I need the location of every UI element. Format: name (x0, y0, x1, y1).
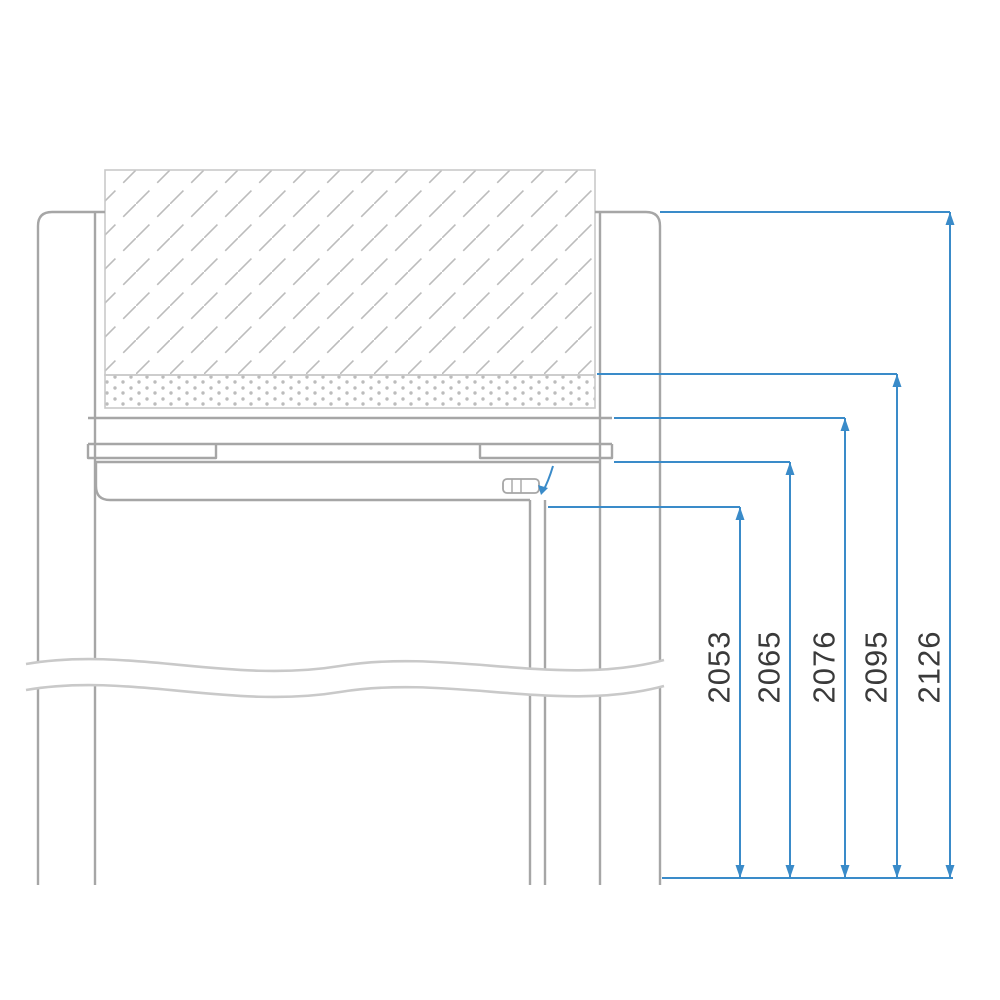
dimension-line: 2095 (597, 373, 902, 878)
masonry-hatch-area (104, 169, 596, 376)
mortar-region (104, 374, 596, 409)
dimension-line: 2065 (614, 461, 795, 878)
dimension-extension (614, 417, 846, 878)
fixing-anchor-detail (502, 465, 554, 495)
hatch-region (104, 169, 596, 376)
break-wave-top (25, 657, 665, 673)
arrow-up-icon (945, 212, 955, 225)
fixing-arrowhead-icon (538, 485, 548, 495)
dimension-extension (614, 461, 791, 878)
arrow-up-icon (785, 462, 795, 475)
arrow-up-icon (735, 507, 745, 520)
dimension-label: 2095 (859, 631, 894, 704)
frame-right-outer (595, 210, 662, 885)
dimension-set: 2053 2065 2076 2095 (548, 211, 955, 879)
arrow-down-icon (945, 865, 955, 878)
dimension-line: 2126 (660, 211, 955, 878)
frame-outline (36, 210, 662, 885)
arrow-down-icon (735, 865, 745, 878)
dimension-line: 2076 (614, 417, 850, 878)
arrow-down-icon (840, 865, 850, 878)
break-wave-bottom (25, 683, 665, 699)
mortar-dotted-band (104, 374, 596, 409)
dimension-extension (597, 373, 898, 878)
arrow-down-icon (785, 865, 795, 878)
dimension-label: 2126 (912, 631, 947, 704)
arrow-up-icon (892, 374, 902, 387)
sash-rail-left (94, 462, 530, 502)
head-stop-right (478, 444, 614, 460)
frame-left-outer (36, 210, 105, 885)
break-mask (26, 659, 664, 697)
dimension-extension (660, 211, 951, 878)
dimension-label: 2065 (752, 631, 787, 704)
arrow-up-icon (840, 418, 850, 431)
head-stop-left (86, 444, 218, 460)
dimension-extension (548, 506, 741, 878)
dimension-label: 2076 (807, 631, 842, 704)
break-line (25, 657, 665, 699)
dimension-line: 2053 (548, 506, 745, 878)
dimension-label: 2053 (702, 631, 737, 704)
arrow-down-icon (892, 865, 902, 878)
